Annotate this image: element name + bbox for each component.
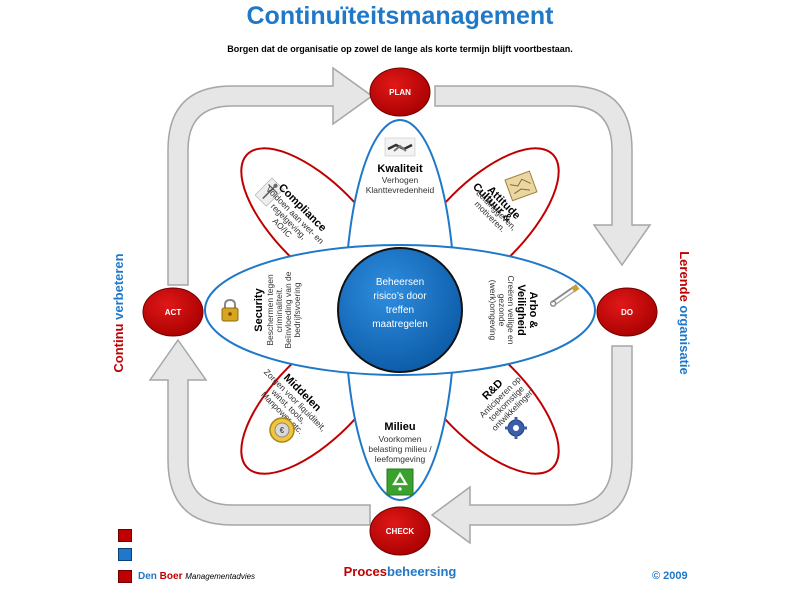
kwaliteit-line-1: Verhogen [382,175,419,185]
side-left-part-2: verbeteren [111,253,126,320]
recycle-icon [386,468,414,496]
node-check: CHECK [369,506,431,556]
milieu-line-2: belasting milieu / [368,444,432,454]
side-left-part-1: Continu [111,320,126,373]
kwaliteit-title: Kwaliteit [377,163,423,175]
side-label-right: Lerende organisatie [677,251,692,375]
arbo-line-3: (werk)omgeving [488,280,498,341]
bottom-part-2: beheersing [387,564,457,579]
milieu-line-1: Voorkomen [379,434,422,444]
padlock-icon [221,298,239,322]
arrow-act-plan [167,66,374,286]
center-line-4: maatregelen [372,319,428,330]
cycle-arrows [148,66,652,545]
legend-square-blue [118,548,132,561]
arbo-line-1: Creëren veilige en [506,276,516,345]
copyright: © 2009 [652,570,688,582]
brand-logo: Den Boer Managementadvies [138,571,255,582]
gear-icon [505,417,527,439]
side-label-left: Continu verbeteren [111,253,126,372]
node-plan: PLAN [369,67,431,117]
arrow-do-check [430,345,633,545]
side-right-part-2: organisatie [677,305,692,374]
map-icon [504,170,538,202]
euro-coin-icon: € [269,417,295,443]
security-line-2: criminaliteit. [274,288,284,333]
arbo-title-2: Veiligheid [515,284,527,335]
arrow-check-act [148,338,371,526]
safety-pin-icon [549,283,580,307]
page-title: Continuïteitsmanagement [246,2,554,30]
center-line-3: treffen [386,305,414,316]
arrow-plan-do [434,85,652,267]
legend-square-red-1 [118,529,132,542]
brand-part-2: Boer [159,571,186,582]
brand-part-3: Managementadvies [185,572,256,581]
node-do: DO [596,287,658,337]
cross-petals [204,119,596,501]
security-group: Security Beschermen tegen criminaliteit.… [253,271,302,348]
security-line-3: Beïnvloeding van de [283,271,293,348]
node-check-label: CHECK [386,527,415,536]
arbo-group: Arbo & Veiligheid Creëren veilige en gez… [488,276,539,345]
page-subtitle: Borgen dat de organisatie op zowel de la… [227,44,573,54]
handshake-icon [384,137,416,157]
side-right-part-1: Lerende [677,251,692,305]
node-act-label: ACT [165,308,182,317]
arbo-title-1: Arbo & [527,292,539,329]
center-line-1: Beheersen [376,277,424,288]
milieu-line-3: leefomgeving [375,454,426,464]
arbo-line-2: gezonde [497,294,507,327]
bottom-part-1: Proces [343,564,387,579]
center-circle [337,247,463,373]
node-do-label: DO [621,308,633,317]
legend-square-red-2 [118,570,132,583]
security-title: Security [253,287,265,331]
node-act: ACT [142,287,204,337]
svg-text:€: € [280,426,285,435]
security-line-1: Beschermen tegen [265,274,275,346]
node-plan-label: PLAN [389,88,411,97]
kwaliteit-line-2: Klanttevredenheid [366,185,435,195]
center-line-2: risico’s door [373,291,427,302]
bottom-label: Procesbeheersing [300,564,500,579]
brand-part-1: Den [138,571,160,582]
justice-statue-icon [254,177,284,207]
security-line-4: bedrijfsvoering [292,282,302,338]
milieu-title: Milieu [384,421,415,433]
